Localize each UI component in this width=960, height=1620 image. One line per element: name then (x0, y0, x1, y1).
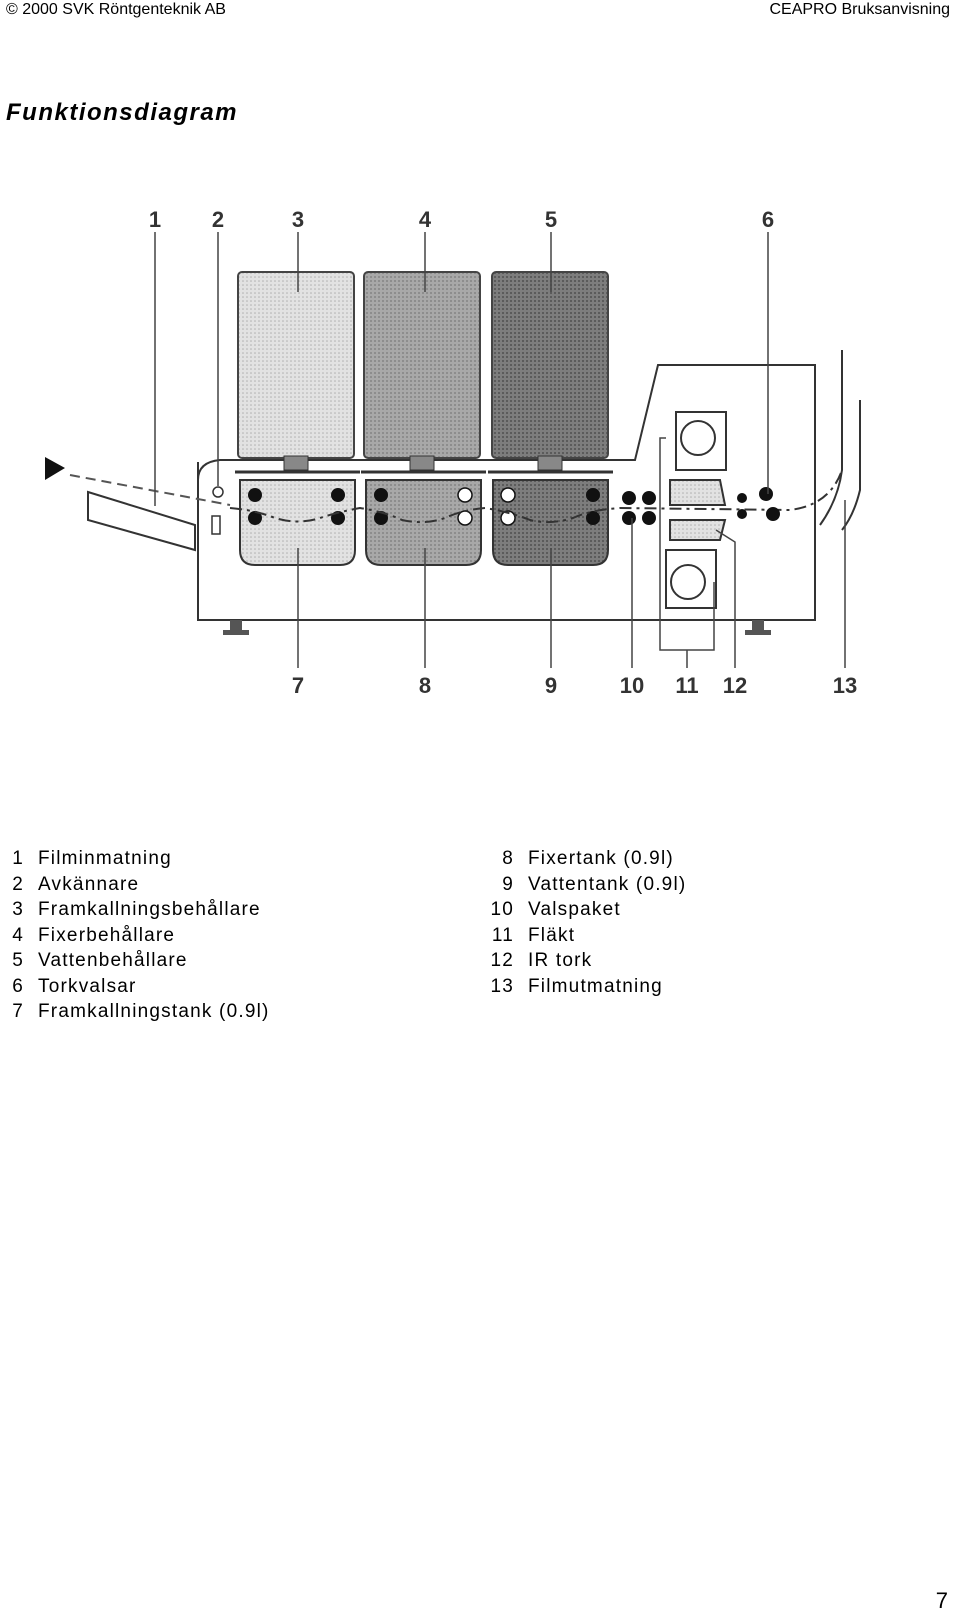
developer-tank (239, 479, 356, 566)
legend-item: 8 Fixertank (0.9l) (490, 846, 686, 872)
callout-6: 6 (762, 207, 774, 232)
fixer-container (363, 271, 481, 459)
legend-number: 7 (12, 1001, 24, 1022)
callout-13: 13 (833, 673, 857, 698)
legend-item: 1 Filminmatning (12, 846, 270, 872)
legend-item: 7 Framkallningstank (0.9l) (12, 999, 270, 1025)
legend-item: 5 Vattenbehållare (12, 948, 270, 974)
legend-item: 10 Valspaket (490, 897, 686, 923)
legend-number: 13 (490, 975, 514, 997)
fixer-tank (365, 479, 482, 566)
legend-number: 6 (12, 975, 24, 997)
legend-item: 2 Avkännare (12, 872, 270, 898)
callout-2: 2 (212, 207, 224, 232)
legend-number: 5 (12, 950, 24, 971)
legend-number: 3 (12, 899, 24, 920)
tank-rollers (248, 487, 600, 526)
callout-12: 12 (723, 673, 747, 698)
legend-number: 12 (490, 950, 514, 971)
callout-1: 1 (149, 207, 161, 232)
header-document-title: CEAPRO Bruksanvisning (769, 1, 950, 18)
page-number: 7 (935, 1588, 948, 1613)
legend-right-column: 8 Fixertank (0.9l) 9 Vattentank (0.9l) 10 V… (490, 846, 686, 999)
legend-label: IR tork (528, 950, 593, 971)
legend-item: 3 Framkallningsbehållare (12, 897, 270, 923)
legend-label: Avkännare (38, 873, 140, 895)
legend-label: Fixerbehållare (38, 924, 176, 946)
legend-item: 11 Fläkt (490, 923, 686, 949)
water-container (491, 271, 609, 459)
callout-3: 3 (292, 207, 304, 232)
ir-dryer (669, 479, 727, 541)
callout-7: 7 (292, 673, 304, 698)
legend-item: 13 Filmutmatning (490, 974, 686, 1000)
legend-label: Filminmatning (38, 848, 172, 869)
legend-number: 2 (12, 873, 24, 895)
legend-label: Framkallningsbehållare (38, 899, 261, 920)
callout-4: 4 (419, 207, 432, 232)
legend-label: Fixertank (0.9l) (528, 848, 674, 869)
legend-number: 4 (12, 924, 24, 946)
film-output (819, 350, 861, 531)
legend-number: 8 (502, 848, 514, 869)
legend-number: 10 (490, 899, 514, 920)
function-diagram: 1 2 3 4 5 6 7 8 9 10 11 12 13 (45, 207, 861, 698)
drying-rollers (737, 487, 780, 521)
film-input-tray (87, 490, 196, 552)
legend-label: Vattenbehållare (38, 950, 188, 971)
page-title: Funktionsdiagram (6, 99, 239, 126)
input-arrow-icon (45, 457, 65, 480)
legend-number: 11 (491, 924, 514, 946)
callout-11: 11 (675, 673, 698, 698)
legend-item: 6 Torkvalsar (12, 974, 270, 1000)
film-path (229, 469, 843, 524)
legend-item: 4 Fixerbehållare (12, 923, 270, 949)
sensor-icon (212, 486, 224, 498)
legend-label: Valspaket (528, 899, 621, 920)
developer-container (237, 271, 355, 459)
callout-8: 8 (419, 673, 431, 698)
legend-label: Filmutmatning (528, 975, 663, 997)
legend-item: 9 Vattentank (0.9l) (490, 872, 686, 898)
legend-item: 12 IR tork (490, 948, 686, 974)
legend-label: Framkallningstank (0.9l) (38, 1001, 270, 1022)
legend-label: Fläkt (528, 924, 576, 946)
legend-number: 1 (12, 848, 24, 869)
legend-label: Torkvalsar (38, 975, 137, 997)
header-copyright: © 2000 SVK Röntgenteknik AB (6, 1, 226, 18)
callout-9: 9 (545, 673, 557, 698)
legend-number: 9 (502, 873, 514, 895)
callout-10: 10 (620, 673, 644, 698)
legend-label: Vattentank (0.9l) (528, 873, 687, 895)
callout-5: 5 (545, 207, 557, 232)
